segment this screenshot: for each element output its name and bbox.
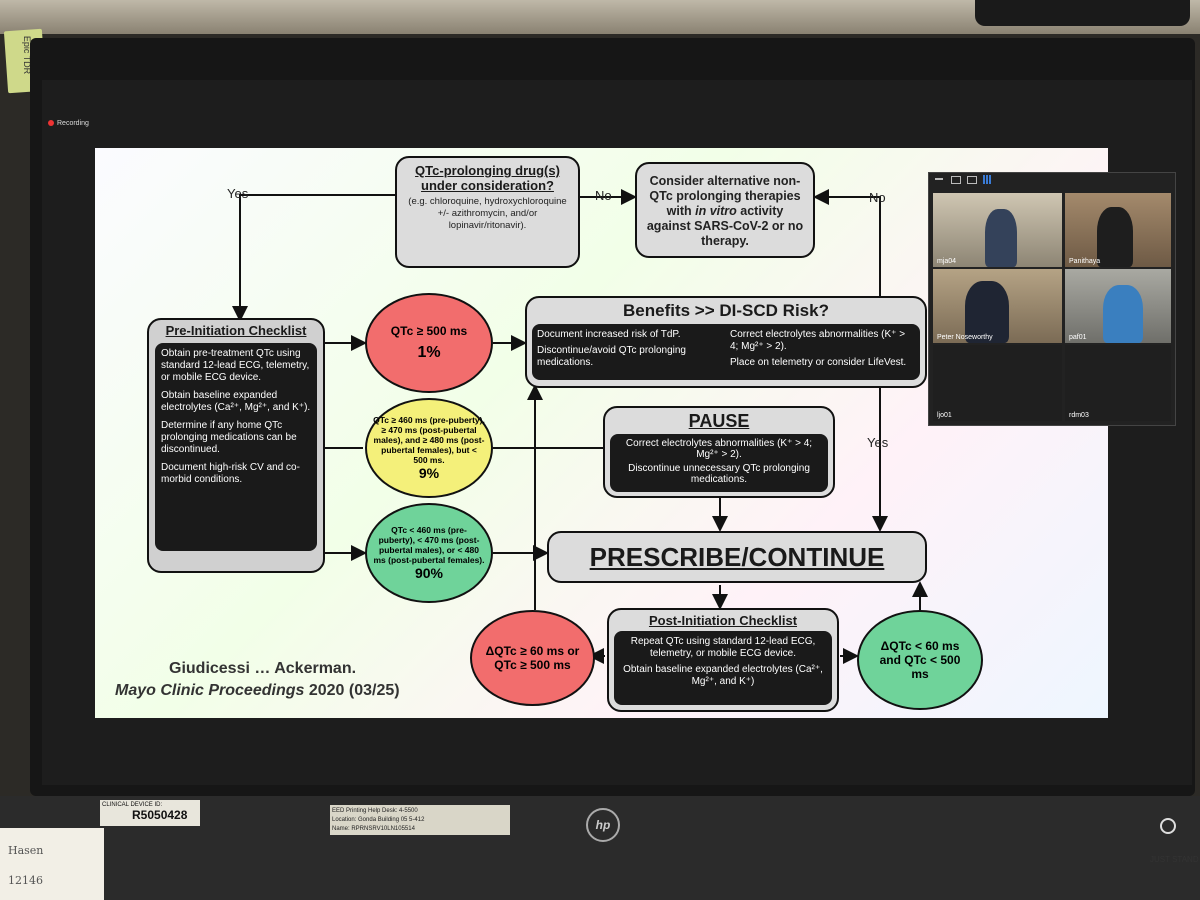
recording-indicator: Recording — [48, 120, 89, 127]
participant-tile[interactable]: rdm03 — [1065, 345, 1171, 421]
post-checklist-title: Post-Initiation Checklist — [648, 613, 798, 628]
post-checklist-list: Repeat QTc using standard 12-lead ECG, t… — [614, 631, 832, 705]
qtc-high-pct: 1% — [417, 344, 441, 361]
checklist-item: Document high-risk CV and co-morbid cond… — [161, 462, 300, 485]
qtc-normal-circle: QTc < 460 ms (pre-puberty), < 470 ms (po… — [365, 503, 493, 603]
pre-checklist-title: Pre-Initiation Checklist — [165, 323, 307, 338]
drug-consideration-box: QTc-prolonging drug(s) under considerati… — [395, 156, 580, 268]
asset-tag-prefix: CLINICAL DEVICE ID: — [102, 802, 163, 808]
alt-text-italic: in vitro — [695, 204, 737, 218]
participant-figure — [985, 209, 1017, 267]
checklist-item: Obtain baseline expanded electrolytes (C… — [161, 390, 311, 413]
note-line: Hasen — [8, 844, 44, 857]
delta-qtc-bad-text: ΔQTc ≥ 60 ms or QTc ≥ 500 ms — [485, 644, 580, 672]
checklist-item: Determine if any home QTc prolonging med… — [161, 420, 297, 455]
citation-date: 2020 (03/25) — [304, 682, 400, 699]
participant-tile[interactable]: paf01 — [1065, 269, 1171, 343]
participant-name: rdm03 — [1069, 412, 1089, 419]
printing-label-line: Location: Gonda Building 05 5-412 — [332, 817, 425, 823]
flow-arrows — [232, 189, 928, 664]
strip-view-icon[interactable] — [967, 176, 977, 184]
post-checklist-item: Obtain baseline expanded electrolytes (C… — [623, 664, 823, 687]
stand-brand: JUST STAND — [1150, 855, 1199, 864]
participant-tile[interactable]: mja04 — [933, 193, 1062, 267]
delta-qtc-bad-circle: ΔQTc ≥ 60 ms or QTc ≥ 500 ms — [470, 610, 595, 706]
delta-qtc-good-text: ΔQTc < 60 ms and QTc < 500 ms — [879, 639, 961, 681]
pause-box: PAUSE Correct electrolytes abnormalities… — [603, 406, 835, 498]
qtc-high-text: QTc ≥ 500 ms — [390, 324, 468, 338]
minimize-icon[interactable] — [935, 178, 943, 180]
note-line: 12146 — [8, 874, 43, 887]
participant-name: Peter Noseworthy — [937, 334, 993, 341]
power-icon[interactable] — [1160, 818, 1176, 834]
asset-tag: CLINICAL DEVICE ID: R5050428 — [100, 800, 200, 826]
drug-examples: (e.g. chloroquine, hydroxychloroquine +/… — [408, 196, 567, 231]
citation-journal: Mayo Clinic Proceedings — [115, 682, 305, 699]
participant-tile[interactable]: Peter Noseworthy — [933, 269, 1062, 343]
participant-tile[interactable]: ljo01 — [933, 345, 1062, 421]
checklist-item: Obtain pre-treatment QTc using standard … — [161, 348, 310, 383]
qtc-high-circle: QTc ≥ 500 ms 1% — [365, 293, 493, 393]
hp-logo: hp — [586, 808, 620, 842]
alt-text: Consider alternative non-QTc prolonging … — [649, 174, 801, 218]
webcam — [975, 0, 1190, 26]
presentation-slide: Yes No No Yes QTc-prolonging drug(s) und… — [95, 148, 1108, 718]
handwritten-note: Hasen 12146 — [0, 828, 104, 900]
qtc-normal-pct: 90% — [414, 565, 444, 581]
gallery-view-icon[interactable] — [983, 175, 992, 184]
citation: Giudicessi … Ackerman. Mayo Clinic Proce… — [115, 658, 400, 702]
drug-question: QTc-prolonging drug(s) under considerati… — [415, 163, 560, 193]
benefits-item: Document increased risk of TdP. — [537, 329, 681, 340]
prescribe-title: PRESCRIBE/CONTINUE — [589, 541, 885, 572]
recording-label: Recording — [57, 120, 89, 127]
post-initiation-checklist: Post-Initiation Checklist Repeat QTc usi… — [607, 608, 839, 712]
benefits-title: Benefits >> DI-SCD Risk? — [623, 301, 829, 320]
participant-name: mja04 — [937, 258, 957, 265]
no-label-right: No — [869, 190, 886, 205]
prescribe-continue-box: PRESCRIBE/CONTINUE — [547, 531, 927, 583]
benefits-item: Discontinue/avoid QTc prolonging medicat… — [537, 345, 686, 368]
pause-item: Discontinue unnecessary QTc prolonging m… — [628, 463, 810, 485]
participant-figure — [965, 281, 1009, 343]
record-dot-icon — [48, 120, 54, 127]
participant-tile[interactable]: Panithaya — [1065, 193, 1171, 267]
pause-list: Correct electrolytes abnormalities (K⁺ >… — [610, 434, 828, 492]
delta-qtc-good-circle: ΔQTc < 60 ms and QTc < 500 ms — [857, 610, 983, 710]
citation-authors: Giudicessi … Ackerman. — [169, 660, 357, 677]
printing-label: EED Printing Help Desk: 4-5500 Location:… — [330, 805, 510, 835]
participant-name: ljo01 — [937, 412, 952, 419]
yes-label-right: Yes — [867, 435, 889, 450]
participant-name: paf01 — [1069, 334, 1087, 341]
printing-label-line: EED Printing Help Desk: 4-5500 — [332, 808, 418, 814]
alt-text-end: activity against SARS-CoV-2 or no therap… — [646, 204, 804, 248]
benefits-list: Document increased risk of TdP. Disconti… — [532, 324, 920, 380]
qtc-borderline-circle: QTc ≥ 460 ms (pre-puberty), ≥ 470 ms (po… — [365, 398, 493, 498]
yes-label: Yes — [227, 186, 249, 201]
pre-checklist-list: Obtain pre-treatment QTc using standard … — [155, 343, 317, 551]
benefits-risk-box: Benefits >> DI-SCD Risk? Document increa… — [525, 296, 927, 388]
speaker-view-icon[interactable] — [951, 176, 961, 184]
benefits-item: Correct electrolytes abnormalities (K⁺ >… — [730, 329, 906, 352]
video-gallery-panel[interactable]: mja04 Panithaya Peter Noseworthy paf01 l… — [928, 172, 1176, 426]
qtc-normal-text: QTc < 460 ms (pre-puberty), < 470 ms (po… — [373, 525, 485, 565]
printing-label-line: Name: RPRNSRV10LN105514 — [332, 826, 415, 832]
pre-initiation-checklist: Pre-Initiation Checklist Obtain pre-trea… — [147, 318, 325, 573]
participant-figure — [1097, 207, 1133, 267]
qtc-borderline-pct: 9% — [418, 465, 440, 481]
qtc-borderline-text: QTc ≥ 460 ms (pre-puberty), ≥ 470 ms (po… — [373, 415, 485, 465]
no-label: No — [595, 188, 612, 203]
pause-item: Correct electrolytes abnormalities (K⁺ >… — [625, 438, 813, 460]
participant-name: Panithaya — [1069, 258, 1101, 265]
alternative-therapy-box: Consider alternative non-QTc prolonging … — [635, 162, 815, 258]
benefits-item: Place on telemetry or consider LifeVest. — [730, 357, 907, 368]
pause-title: PAUSE — [688, 411, 750, 431]
post-checklist-item: Repeat QTc using standard 12-lead ECG, t… — [630, 636, 816, 659]
participant-figure — [1103, 285, 1143, 343]
asset-tag-id: R5050428 — [132, 808, 188, 822]
gallery-toolbar — [933, 175, 993, 185]
